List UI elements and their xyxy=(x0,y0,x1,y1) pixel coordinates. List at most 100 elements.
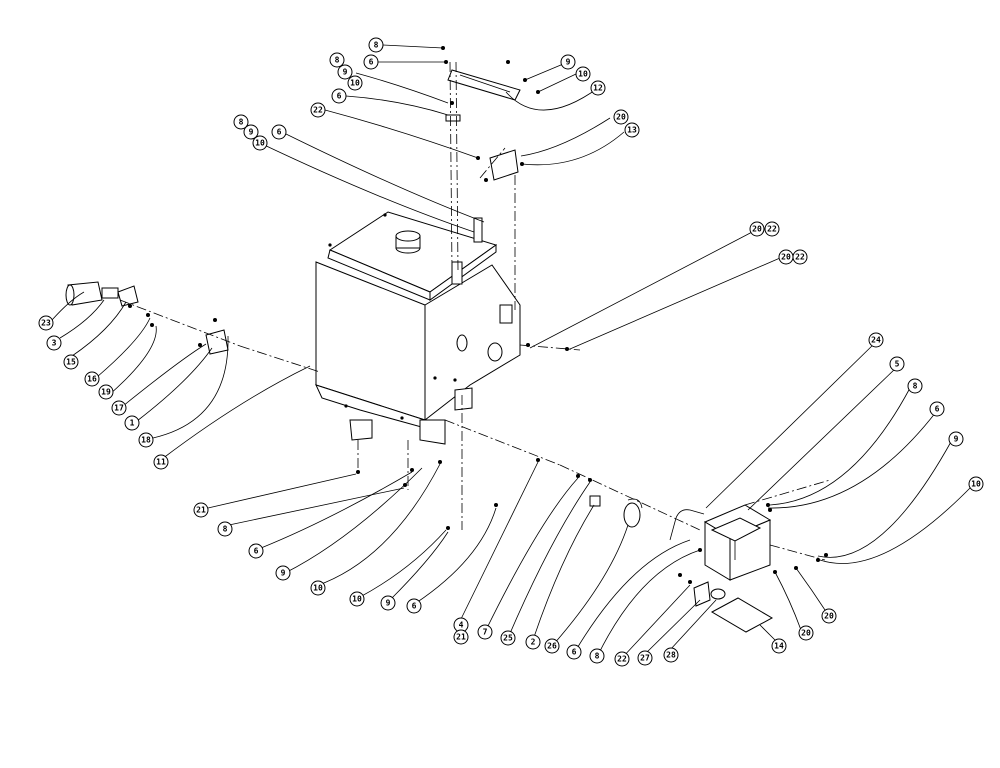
callout-c46: 22 xyxy=(614,651,630,667)
callout-c34: 10 xyxy=(310,580,326,596)
svg-text:22: 22 xyxy=(795,253,805,262)
svg-text:18: 18 xyxy=(141,436,151,445)
svg-text:4: 4 xyxy=(459,621,464,630)
svg-text:5: 5 xyxy=(895,360,900,369)
svg-text:9: 9 xyxy=(281,569,286,578)
svg-text:20: 20 xyxy=(752,225,762,234)
plate-14 xyxy=(710,597,774,633)
callout-c10: 12 xyxy=(590,80,606,96)
callout-c14: 6 xyxy=(271,124,287,140)
svg-text:12: 12 xyxy=(593,84,603,93)
callout-c28: 18 xyxy=(138,432,154,448)
callout-c16: 13 xyxy=(624,122,640,138)
svg-text:8: 8 xyxy=(913,382,918,391)
callout-c27: 1 xyxy=(124,415,140,431)
svg-text:20: 20 xyxy=(616,113,626,122)
callout-c6: 6 xyxy=(331,88,347,104)
svg-text:28: 28 xyxy=(666,651,676,660)
callout-c22: 3 xyxy=(46,335,62,351)
callout-c7: 22 xyxy=(310,102,326,118)
callout-c1: 8 xyxy=(368,37,384,53)
cap-28 xyxy=(710,588,726,600)
svg-text:11: 11 xyxy=(156,458,166,467)
callout-c52: 10 xyxy=(968,476,984,492)
svg-text:22: 22 xyxy=(617,655,627,664)
tank-body xyxy=(315,211,521,445)
svg-text:6: 6 xyxy=(369,58,374,67)
callout-c47: 27 xyxy=(637,650,653,666)
callout-c2: 6 xyxy=(363,54,379,70)
svg-text:13: 13 xyxy=(627,126,637,135)
svg-text:8: 8 xyxy=(223,525,228,534)
callout-c36: 9 xyxy=(380,595,396,611)
leader-lines xyxy=(51,44,973,659)
callout-c35: 10 xyxy=(349,591,365,607)
callout-c24: 16 xyxy=(84,371,100,387)
light-26 xyxy=(623,498,643,528)
callout-c49: 14 xyxy=(771,638,787,654)
svg-text:27: 27 xyxy=(640,654,650,663)
svg-text:6: 6 xyxy=(935,405,940,414)
callout-c9: 10 xyxy=(575,66,591,82)
callout-c30: 21 xyxy=(193,502,209,518)
svg-text:8: 8 xyxy=(374,41,379,50)
callout-c40: 7 xyxy=(477,624,493,640)
svg-text:6: 6 xyxy=(337,92,342,101)
bracket-13 xyxy=(489,149,519,181)
svg-text:19: 19 xyxy=(101,388,111,397)
callout-c33: 9 xyxy=(275,565,291,581)
svg-text:8: 8 xyxy=(595,652,600,661)
callout-c57: 24 xyxy=(868,332,884,348)
svg-text:24: 24 xyxy=(871,336,881,345)
callout-c8: 9 xyxy=(560,54,576,70)
svg-text:9: 9 xyxy=(343,68,348,77)
callout-c21: 23 xyxy=(38,315,54,331)
svg-text:21: 21 xyxy=(456,633,466,642)
callout-c25: 19 xyxy=(98,384,114,400)
callout-c41: 25 xyxy=(500,630,516,646)
svg-text:15: 15 xyxy=(66,358,76,367)
svg-text:10: 10 xyxy=(313,584,323,593)
callout-c4: 9 xyxy=(337,64,353,80)
callout-c12: 9 xyxy=(243,124,259,140)
callout-c13: 10 xyxy=(252,135,268,151)
svg-text:9: 9 xyxy=(386,599,391,608)
svg-text:6: 6 xyxy=(277,128,282,137)
callout-c26: 17 xyxy=(111,400,127,416)
callout-c48: 28 xyxy=(663,647,679,663)
svg-text:17: 17 xyxy=(114,404,124,413)
svg-text:6: 6 xyxy=(572,648,577,657)
callout-c17: 20 xyxy=(749,221,765,237)
svg-text:10: 10 xyxy=(578,70,588,79)
svg-text:10: 10 xyxy=(971,480,981,489)
svg-text:26: 26 xyxy=(547,642,557,651)
callout-c50: 20 xyxy=(798,625,814,641)
svg-text:25: 25 xyxy=(503,634,513,643)
callout-c54: 6 xyxy=(929,401,945,417)
callout-c39: 21 xyxy=(453,629,469,645)
assembly-centerlines xyxy=(119,61,831,561)
svg-text:8: 8 xyxy=(239,118,244,127)
callout-c44: 6 xyxy=(566,644,582,660)
svg-text:9: 9 xyxy=(566,58,571,67)
callout-c23: 15 xyxy=(63,354,79,370)
svg-text:20: 20 xyxy=(801,629,811,638)
spacer-2 xyxy=(589,495,601,507)
svg-text:9: 9 xyxy=(954,435,959,444)
clamp-pin-6 xyxy=(445,114,461,122)
callout-c53: 9 xyxy=(948,431,964,447)
svg-text:10: 10 xyxy=(350,79,360,88)
callout-c32: 6 xyxy=(248,543,264,559)
callout-c45: 8 xyxy=(589,648,605,664)
svg-text:8: 8 xyxy=(335,56,340,65)
svg-text:23: 23 xyxy=(41,319,51,328)
svg-text:10: 10 xyxy=(352,595,362,604)
svg-text:9: 9 xyxy=(249,128,254,137)
callout-c5: 10 xyxy=(347,75,363,91)
svg-text:22: 22 xyxy=(313,106,323,115)
callout-c3: 8 xyxy=(329,52,345,68)
svg-text:22: 22 xyxy=(767,225,777,234)
svg-text:6: 6 xyxy=(254,547,259,556)
